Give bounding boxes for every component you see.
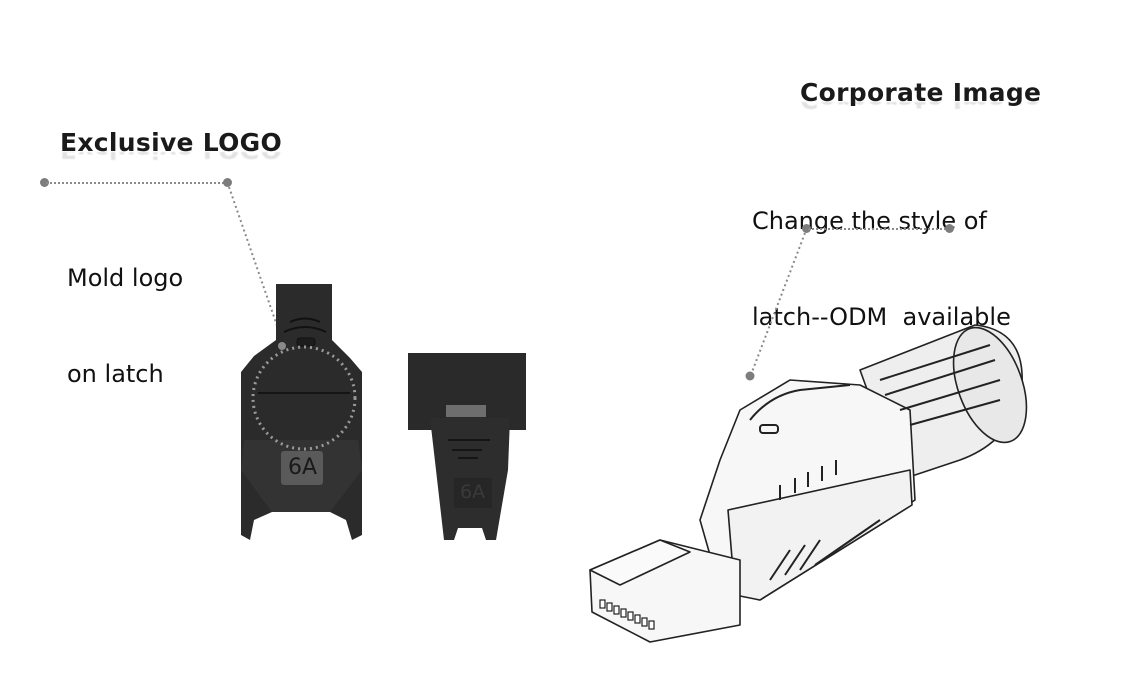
latch-side-label: 6A	[460, 481, 486, 503]
rj45-connector-sketch	[589, 324, 1028, 643]
leader-line-left	[46, 182, 228, 184]
latch-front-label: 6A	[288, 455, 318, 480]
right-callout-title-reflection: Corporate Image	[800, 102, 1041, 114]
latch-front-image	[241, 284, 362, 540]
right-callout: Corporate Image Corporate Image	[800, 78, 1042, 114]
leader-dot-right-end	[945, 224, 954, 233]
left-callout: Exclusive LOGO Exclusive LOGO	[60, 128, 283, 164]
left-callout-title-reflection: Exclusive LOGO	[60, 152, 282, 164]
leader-line-right	[808, 228, 950, 230]
leader-line-left-diagonal	[228, 186, 283, 341]
right-callout-line1: Change the style of	[752, 207, 987, 235]
leader-line-right-diagonal	[745, 232, 806, 381]
left-callout-text: Mold logo on latch	[67, 198, 183, 422]
left-callout-line2: on latch	[67, 360, 164, 388]
latch-side-image	[408, 353, 526, 540]
left-callout-line1: Mold logo	[67, 264, 184, 292]
left-callout-title: Exclusive LOGO	[60, 128, 283, 157]
leader-dot-left-corner	[223, 178, 232, 187]
right-callout-text: Change the style of latch--ODM available	[752, 141, 1011, 365]
leader-dot-right-corner	[802, 224, 811, 233]
right-callout-title: Corporate Image	[800, 78, 1042, 107]
right-callout-line2: latch--ODM available	[752, 303, 1011, 331]
leader-dot-left-start	[40, 178, 49, 187]
